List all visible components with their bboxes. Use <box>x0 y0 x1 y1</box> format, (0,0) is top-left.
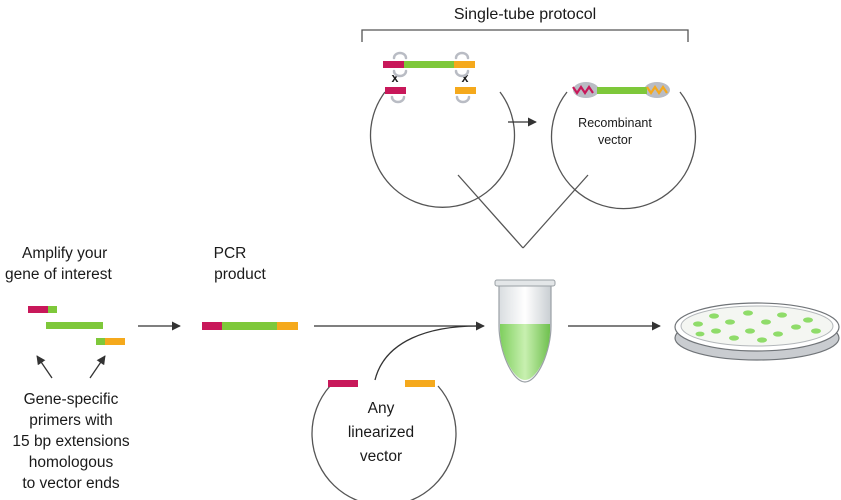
crossover-mark-left: x <box>392 71 399 85</box>
reaction-tube <box>494 279 556 383</box>
pcr-product <box>202 322 298 330</box>
insert-end-magenta <box>383 61 404 68</box>
recombinant-vector: Recombinant vector <box>550 82 697 210</box>
insert-end-orange <box>454 61 475 68</box>
primers-label-line-4: homologous <box>29 454 114 471</box>
amplify-label-line-1: Amplify your <box>22 245 107 262</box>
recombined-end-magenta <box>572 85 594 95</box>
recombinant-label-line-1: Recombinant <box>578 116 652 130</box>
enzyme-icon <box>390 51 471 104</box>
linear-end-magenta <box>328 380 358 387</box>
arrow-to-reverse-primer <box>89 355 106 379</box>
primers-label-line-1: Gene-specific <box>24 391 119 408</box>
vector-arc-right <box>550 91 697 210</box>
recombinant-label-line-2: vector <box>598 133 632 147</box>
primers-label-line-5: to vector ends <box>22 475 120 492</box>
tube-rim <box>494 279 556 287</box>
primers-label-line-2: primers with <box>29 412 113 429</box>
vector-end-orange <box>455 87 476 94</box>
recombination-vector: x x <box>369 51 516 208</box>
primer-forward-extension <box>28 306 48 313</box>
arrow-vector-to-tube <box>374 325 479 381</box>
linearized-vector: Any linearized vector <box>311 380 457 500</box>
insert-gene-green <box>404 61 454 68</box>
primers-label-line-3: 15 bp extensions <box>12 433 129 450</box>
vector-arc-left <box>369 91 516 208</box>
recombined-end-orange <box>646 85 668 95</box>
title-label: Single-tube protocol <box>454 6 596 23</box>
funnel-line-right <box>522 174 589 249</box>
inserted-gene-green <box>597 87 647 94</box>
primer-reverse-specific <box>96 338 105 345</box>
vector-end-magenta <box>385 87 406 94</box>
arrow-to-forward-primer <box>36 355 53 379</box>
tube-liquid <box>500 324 550 380</box>
protocol-bracket <box>361 29 689 42</box>
petri-dish <box>674 302 840 361</box>
pcr-label-line-2: product <box>214 266 266 283</box>
primer-forward-specific <box>48 306 57 313</box>
primer-diagram <box>28 306 125 345</box>
pcr-end-magenta <box>202 322 222 330</box>
gene-of-interest <box>46 322 103 329</box>
amplify-label-line-2: gene of interest <box>5 266 113 283</box>
primer-reverse-extension <box>105 338 125 345</box>
linearized-vector-arc <box>311 385 457 500</box>
vector-label-line-2: linearized <box>348 424 414 441</box>
pcr-end-orange <box>277 322 298 330</box>
colonies <box>693 310 821 343</box>
crossover-mark-right: x <box>462 71 469 85</box>
linear-end-orange <box>405 380 435 387</box>
pcr-gene-green <box>222 322 277 330</box>
vector-label-line-3: vector <box>360 448 402 465</box>
pcr-label-line-1: PCR <box>214 245 247 262</box>
funnel-line-left <box>457 174 524 249</box>
vector-label-line-1: Any <box>368 400 395 417</box>
